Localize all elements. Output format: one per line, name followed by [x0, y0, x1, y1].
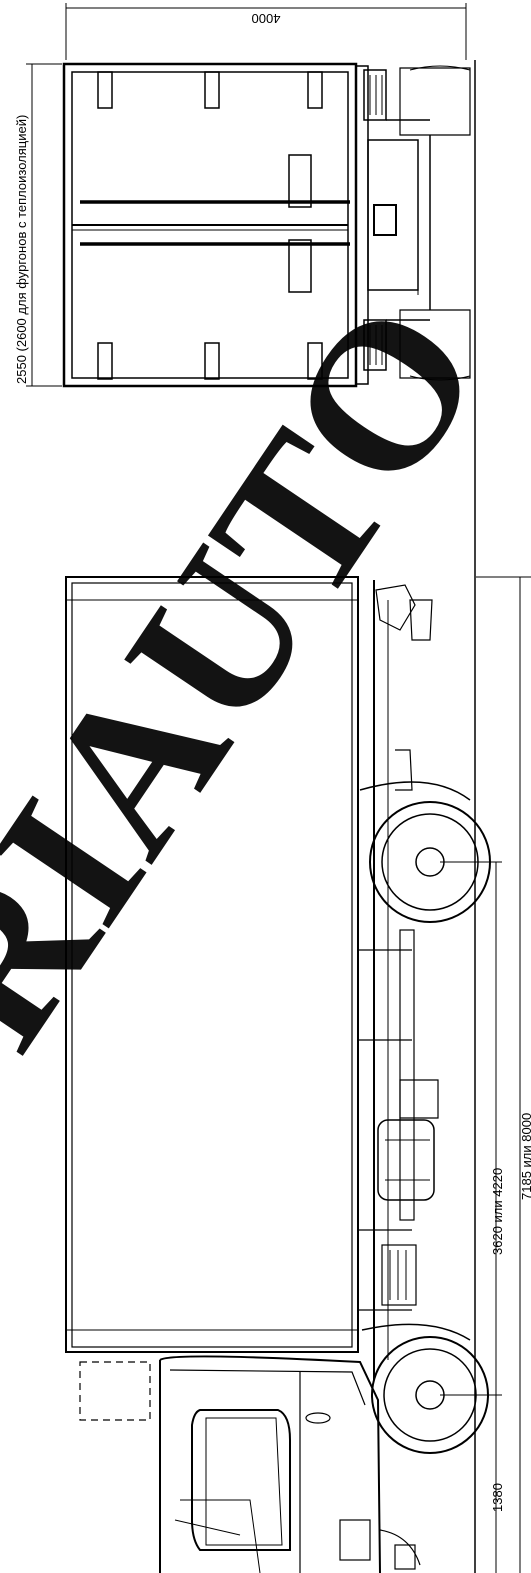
body-width-label: 2550 (2600 для фургонов с теплоизоляцией…: [14, 115, 29, 384]
chassis-side-view: [357, 580, 439, 1380]
overall-height-label: 4000: [252, 11, 281, 26]
front-overhang-label: 1380: [490, 1483, 505, 1512]
front-wheel: [361, 1323, 489, 1454]
rear-wheel: [359, 781, 491, 923]
wheelbase-dimension: [440, 861, 502, 1396]
overall-length-label: 7185 или 8000: [519, 1113, 531, 1200]
overall-height-dimension: [65, 3, 467, 60]
wheelbase-label: 3620 или 4220: [490, 1168, 505, 1255]
rear-view: [62, 62, 471, 388]
overall-length-dimension: [476, 576, 531, 1573]
cab-side-view: [79, 1355, 421, 1573]
body-width-dimension: [26, 63, 62, 387]
